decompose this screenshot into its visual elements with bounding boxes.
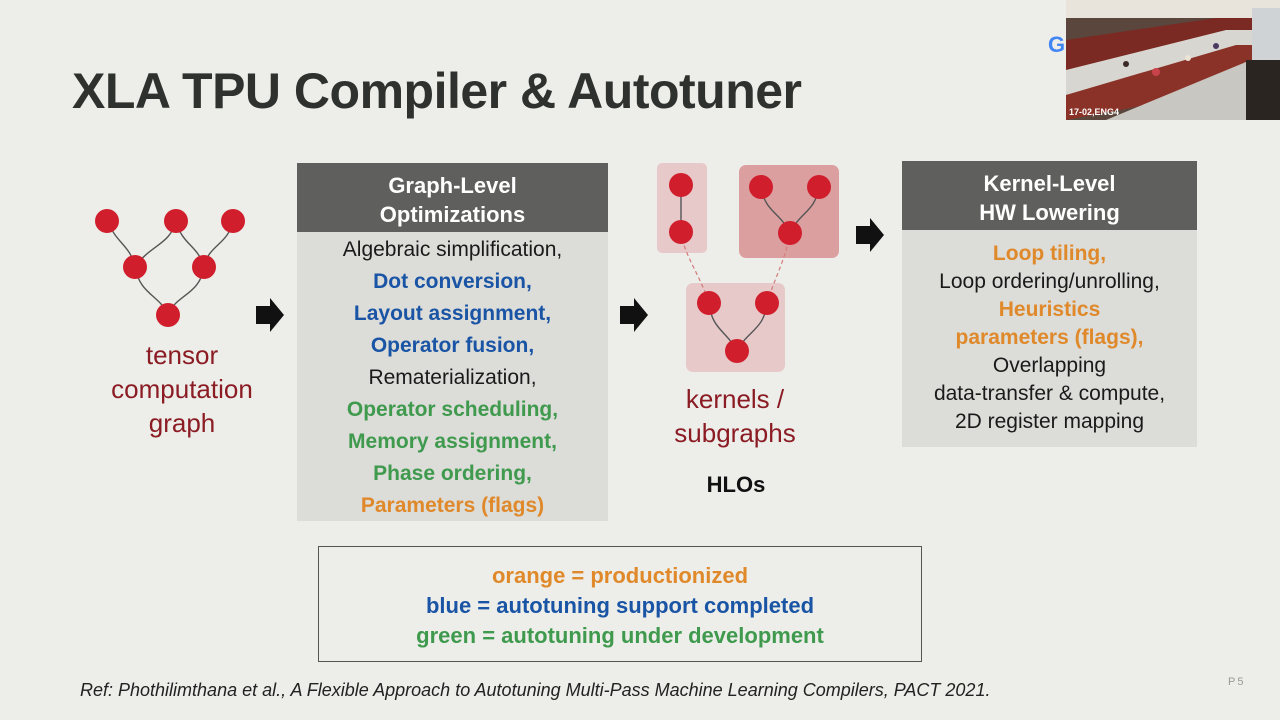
kernel-node xyxy=(697,291,721,315)
graph-node xyxy=(95,209,119,233)
legend-green: green = autotuning under development xyxy=(416,623,824,648)
google-logo-icon: G xyxy=(1048,32,1066,57)
arrow-right-icon xyxy=(256,298,284,332)
webcam-room-label: 17-02,ENG4 xyxy=(1069,107,1120,117)
legend-orange: orange = productionized xyxy=(491,563,749,588)
graph-optimization-item: Dot conversion, xyxy=(373,270,532,293)
legend-blue: blue = autotuning support completed xyxy=(425,593,815,618)
graph-optimization-item: Phase ordering, xyxy=(373,462,532,485)
kernel-lowering-item: 2D register mapping xyxy=(954,410,1145,433)
kernel-node xyxy=(755,291,779,315)
slide-title: XLA TPU Compiler & Autotuner xyxy=(72,63,802,119)
graph-optimization-item: Operator scheduling, xyxy=(346,398,559,421)
page-number: P5 xyxy=(1228,676,1246,688)
kernel-node xyxy=(725,339,749,363)
kernel-node xyxy=(749,175,773,199)
kernel-lowering-item: Loop ordering/unrolling, xyxy=(939,270,1160,293)
tensor-graph xyxy=(95,209,245,327)
arrow-right-icon xyxy=(620,298,648,332)
kernel-box-header: Kernel-Level HW Lowering xyxy=(902,161,1197,230)
graph-optimization-list: Algebraic simplification, Dot conversion,… xyxy=(297,232,608,522)
graph-optimization-item: Memory assignment, xyxy=(348,430,557,453)
kernel-level-lowering-box: Kernel-Level HW Lowering Loop tiling,Loo… xyxy=(902,161,1197,447)
arrow-right-icon xyxy=(856,218,884,252)
kernel-lowering-item: Heuristics xyxy=(998,298,1101,321)
graph-optimization-item: Operator fusion, xyxy=(370,334,535,357)
graph-node xyxy=(123,255,147,279)
kernel-node xyxy=(669,220,693,244)
graph-node xyxy=(164,209,188,233)
kernel-node xyxy=(669,173,693,197)
hlos-label: HLOs xyxy=(706,472,766,497)
kernel-lowering-item: parameters (flags), xyxy=(955,326,1144,349)
graph-node xyxy=(221,209,245,233)
kernels-subgraphs-label: kernels / subgraphs xyxy=(674,384,796,448)
graph-node xyxy=(156,303,180,327)
graph-optimization-item: Algebraic simplification, xyxy=(342,238,563,261)
graph-box-header: Graph-Level Optimizations xyxy=(297,163,608,232)
graph-optimization-item: Layout assignment, xyxy=(353,302,552,325)
kernel-lowering-item: Loop tiling, xyxy=(992,242,1107,265)
graph-optimization-item: Rematerialization, xyxy=(368,366,537,389)
reference-citation: Ref: Phothilimthana et al., A Flexible A… xyxy=(80,680,991,700)
graph-node xyxy=(192,255,216,279)
lecture-hall-image xyxy=(1066,0,1280,120)
kernel-subgraphs xyxy=(657,163,839,372)
color-legend-box: orange = productionized blue = autotunin… xyxy=(318,546,922,662)
kernel-lowering-item: Overlapping xyxy=(992,354,1107,377)
kernel-node xyxy=(778,221,802,245)
graph-optimization-item: Parameters (flags) xyxy=(360,494,545,517)
tensor-graph-label: tensor computation graph xyxy=(111,340,253,438)
kernel-lowering-list: Loop tiling, Loop ordering/unrolling, Heur… xyxy=(902,230,1197,436)
webcam-video-overlay: 17-02,ENG4 xyxy=(1066,0,1280,120)
kernel-lowering-item: data-transfer & compute, xyxy=(933,382,1166,405)
kernel-node xyxy=(807,175,831,199)
graph-level-optimizations-box: Graph-Level Optimizations Algebraic simp… xyxy=(297,163,608,521)
